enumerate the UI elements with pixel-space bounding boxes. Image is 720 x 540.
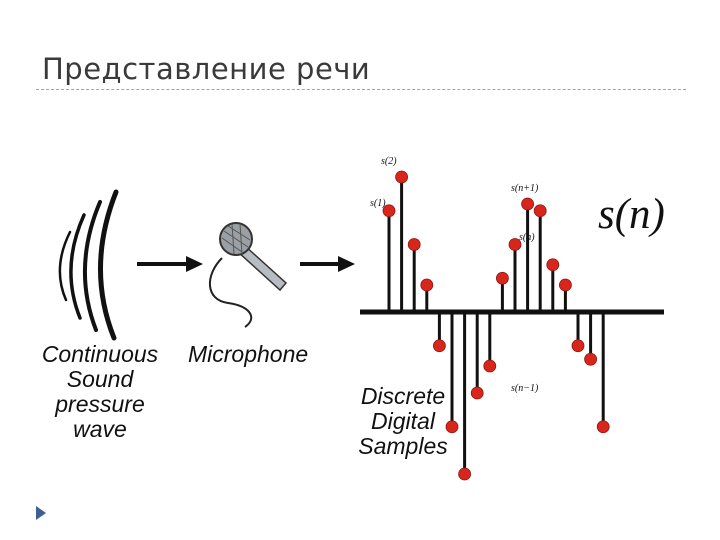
sample-dot (420, 278, 434, 292)
sample-dot (458, 467, 472, 481)
sample-dot (508, 238, 522, 251)
sample-dot (495, 271, 509, 285)
label-s2: s(2) (381, 156, 397, 167)
title-divider (36, 89, 686, 90)
sample-dot (546, 258, 560, 272)
wave-arc-2 (69, 213, 86, 320)
sample-dot (571, 339, 585, 353)
triangle-bullet-icon (36, 506, 46, 520)
sample-dot (470, 386, 484, 400)
sample-dot (445, 420, 459, 434)
slide-title: Представление речи (42, 52, 371, 86)
sample-dot (584, 352, 597, 366)
sample-dot (407, 238, 421, 251)
sample-dot (395, 170, 409, 184)
wave-caption-line: Continuous (41, 341, 159, 367)
label-sn-large: s(n) (598, 191, 665, 238)
wave-caption: Continuous Sound pressure wave (34, 342, 166, 442)
wave-arc-1 (58, 230, 72, 302)
sample-dot (533, 204, 547, 218)
label-sn-minus-1: s(n−1) (511, 383, 539, 394)
label-sn-plus-1: s(n+1) (511, 183, 539, 194)
wave-arc-4 (98, 189, 119, 341)
samples-caption-line: Digital (371, 408, 435, 434)
arrow-wave-to-mic (137, 256, 203, 272)
microphone-caption: Microphone (188, 341, 309, 367)
sample-dot (596, 420, 610, 434)
sample-dot (483, 359, 497, 373)
microphone-cable (208, 257, 253, 328)
wave-caption-line: wave (73, 416, 127, 442)
wave-caption-line: pressure (55, 391, 145, 417)
label-s1: s(1) (370, 198, 386, 209)
wave-caption-line: Sound (66, 366, 134, 392)
sound-wave-icon (58, 189, 119, 341)
sample-dot (521, 197, 534, 211)
label-sn: s(n) (519, 232, 535, 243)
sample-dot (559, 278, 572, 292)
samples-caption: Discrete Digital Samples (350, 384, 456, 459)
samples-caption-line: Samples (358, 433, 448, 459)
wave-arc-3 (83, 200, 102, 332)
sample-dot (432, 339, 446, 353)
arrow-mic-to-samples (300, 256, 355, 272)
microphone-icon (208, 222, 288, 328)
samples-plot (360, 170, 664, 481)
sample-dot (382, 204, 396, 218)
samples-caption-line: Discrete (360, 383, 446, 409)
